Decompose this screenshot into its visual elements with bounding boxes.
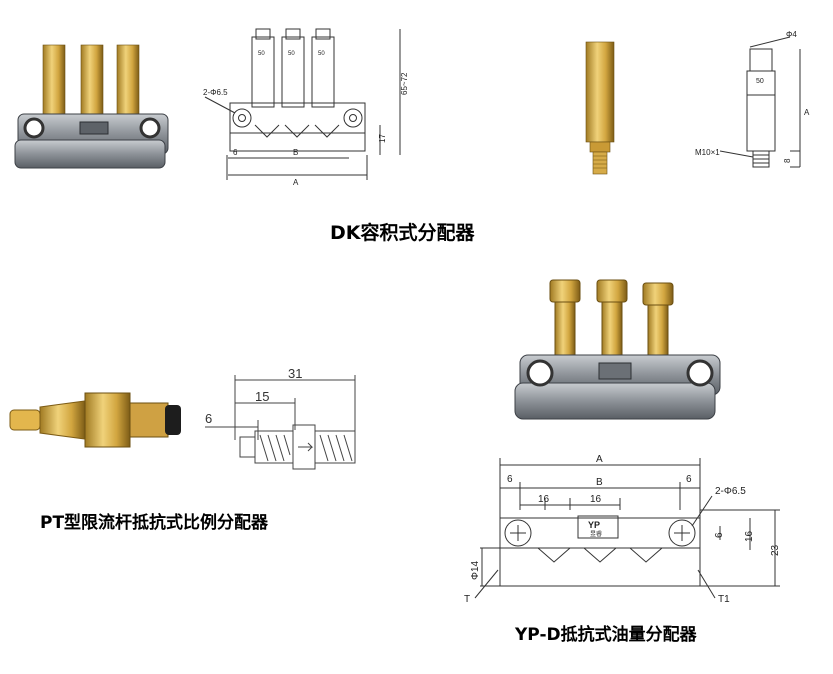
pt-technical-drawing: 31 15 6 [205,366,356,470]
dk-unit-photo [585,41,615,175]
ypd-technical-drawing: A B 6 6 16 16 2-Φ6.5 6 16 23 Φ14 T T1 YP… [464,454,781,605]
dk-unit-dim-8: 8 [783,158,792,163]
dk-dim-17: 17 [378,134,387,143]
ypd-dim-6-right: 6 [686,474,692,485]
pt-dim-6: 6 [205,411,212,426]
dk-cap-mark-2: 50 [288,51,295,57]
dk-unit-thread: M10×1 [695,148,720,157]
dk-cap-mark-1: 50 [258,51,265,57]
dk-unit-cap-mark: 50 [756,78,764,85]
dk-distributor-photo [14,44,169,169]
pt-dim-15: 15 [255,389,269,404]
ypd-dim-6-left: 6 [507,474,513,485]
dk-dim-a: A [293,178,299,187]
ypd-dim-16-vert: 16 [744,530,755,542]
dk-dim-65-72: 65~72 [400,72,409,95]
ypd-logo-sub: 昱睿 [590,530,602,538]
ypd-dim-a: A [596,454,603,465]
ypd-dim-b: B [596,477,603,488]
dk-unit-phi4: Φ4 [786,30,797,39]
dk-unit-dim-a: A [804,108,810,117]
dk-unit-drawing: Φ4 50 M10×1 A 8 [695,30,810,168]
ypd-logo-text: YP [588,520,600,530]
caption-dk: DK容积式分配器 [330,222,475,244]
pt-distributor-photo [9,392,181,448]
ypd-hole-label: 2-Φ6.5 [715,486,746,497]
ypd-distributor-photo [514,279,721,420]
caption-pt: PT型限流杆抵抗式比例分配器 [40,513,269,533]
ypd-dim-6-vert: 6 [714,532,725,538]
dk-dim-6: 6 [233,148,238,157]
brass-post [42,44,140,118]
ypd-dim-phi14: Φ14 [470,560,481,580]
ypd-dim-16-b: 16 [590,494,602,505]
dk-dim-b: B [293,148,298,157]
ypd-label-t1: T1 [718,594,730,605]
ypd-label-t: T [464,594,470,605]
caption-ypd: YP-D抵抗式油量分配器 [515,625,697,645]
pt-dim-31: 31 [288,366,302,381]
ypd-dim-16-a: 16 [538,494,550,505]
dk-hole-label: 2-Φ6.5 [203,88,228,97]
dk-cap-mark-3: 50 [318,51,325,57]
dk-technical-drawing: 2-Φ6.5 65~72 17 6 B A 50 50 50 [203,28,409,187]
ypd-dim-23: 23 [770,544,781,556]
